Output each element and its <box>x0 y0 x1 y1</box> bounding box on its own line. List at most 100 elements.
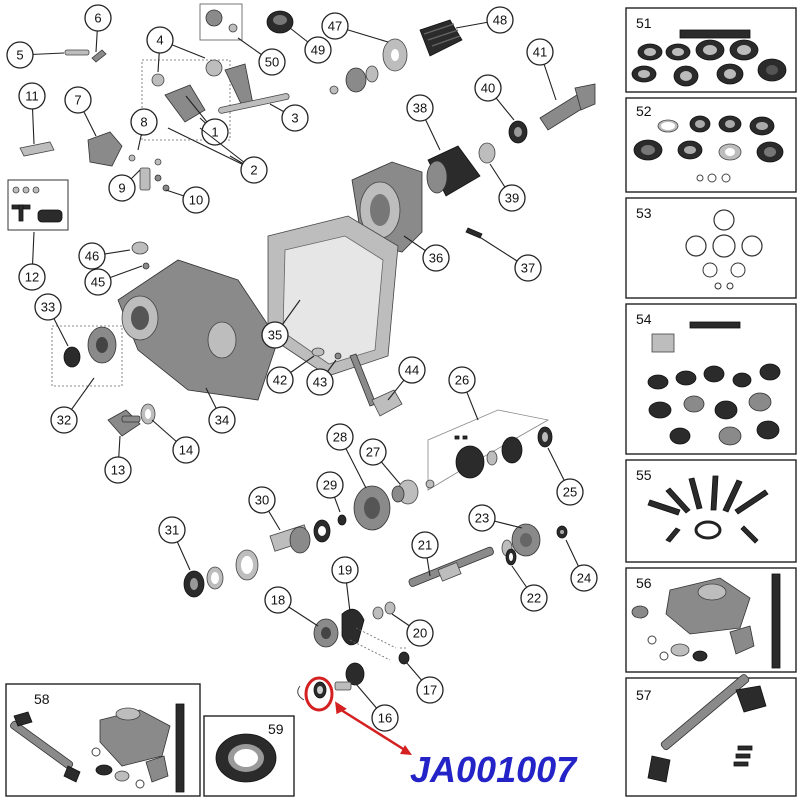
kit-52: 52 <box>625 97 797 193</box>
part-32-33-box <box>51 325 123 387</box>
part-12-kit <box>7 179 69 231</box>
callout-number: 18 <box>271 593 285 608</box>
callout-39: 39 <box>489 163 526 212</box>
callout-circle <box>570 564 598 592</box>
kit-label: 51 <box>636 15 652 31</box>
kit-54: 54 <box>625 303 797 455</box>
callout-number: 24 <box>577 571 591 586</box>
callout-circle <box>208 406 236 434</box>
callout-number: 7 <box>74 93 81 108</box>
callout-number: 2 <box>250 163 257 178</box>
callout-circle <box>371 704 399 732</box>
callout-circle <box>6 41 34 69</box>
callout-43: 43 <box>306 359 337 396</box>
callout-circle <box>104 456 132 484</box>
callout-circle <box>264 586 292 614</box>
part-49-knob <box>266 10 294 34</box>
part-46-45 <box>131 241 150 270</box>
callout-circle <box>146 26 174 54</box>
callout-16: 16 <box>355 683 399 732</box>
callout-circle <box>248 486 276 514</box>
kit-55: 55 <box>625 459 797 563</box>
callout-circle <box>486 6 514 34</box>
callout-circle <box>556 478 584 506</box>
part-11-plate <box>19 141 55 157</box>
callout-number: 34 <box>215 413 229 428</box>
callout-number: 33 <box>41 300 55 315</box>
callout-number: 38 <box>413 101 427 116</box>
highlight-arrow <box>337 706 409 754</box>
callout-36: 36 <box>403 235 450 272</box>
callout-number: 40 <box>481 81 495 96</box>
part-40-seal <box>508 120 528 144</box>
callout-circle <box>18 263 46 291</box>
callout-number: 12 <box>25 270 39 285</box>
callout-number: 5 <box>16 48 23 63</box>
callout-circle <box>526 38 554 66</box>
callout-number: 10 <box>189 193 203 208</box>
callout-number: 20 <box>413 626 427 641</box>
callout-number: 37 <box>521 261 535 276</box>
part-26-box <box>427 409 550 491</box>
kit-56: 56 <box>625 567 797 673</box>
callout-35: 35 <box>261 299 301 349</box>
callout-circle <box>406 94 434 122</box>
callout-circle <box>448 366 476 394</box>
callout-number: 29 <box>323 478 337 493</box>
callout-21: 21 <box>411 531 439 577</box>
part-13-14 <box>107 403 156 437</box>
callout-17: 17 <box>405 661 444 704</box>
callout-number: 3 <box>291 111 298 126</box>
callout-number: 1 <box>211 125 218 140</box>
callout-11: 11 <box>18 82 46 145</box>
callout-number: 49 <box>311 43 325 58</box>
callout-circle <box>158 516 186 544</box>
kit-label: 53 <box>636 205 652 221</box>
kit-label: 55 <box>636 467 652 483</box>
part-28-clutch <box>337 479 435 531</box>
part-37-bolt <box>465 227 483 239</box>
callout-3: 3 <box>269 103 309 132</box>
callout-number: 27 <box>366 445 380 460</box>
part-drawings <box>7 3 596 701</box>
callout-circle <box>108 174 136 202</box>
callout-8: 8 <box>130 108 158 151</box>
part-44-lever <box>349 353 403 417</box>
callout-circle <box>304 36 332 64</box>
part-42-43 <box>311 347 342 360</box>
callout-circle <box>316 471 344 499</box>
part-4-forks <box>141 59 290 141</box>
callout-circle <box>258 48 286 76</box>
callout-28: 28 <box>326 423 367 489</box>
part-34-main-case <box>117 259 279 401</box>
callout-number: 4 <box>156 33 163 48</box>
callout-circle <box>34 293 62 321</box>
callout-circle <box>84 268 112 296</box>
callout-24: 24 <box>565 539 598 592</box>
callout-circle <box>78 242 106 270</box>
part-41-yoke <box>539 83 596 131</box>
callout-20: 20 <box>391 613 434 647</box>
callout-circle <box>201 118 229 146</box>
kit-label: 56 <box>636 575 652 591</box>
callout-number: 21 <box>418 538 432 553</box>
highlight-ring <box>304 676 334 712</box>
leader-line <box>167 127 255 171</box>
callout-27: 27 <box>359 438 401 485</box>
callout-38: 38 <box>406 94 441 151</box>
part-38-housing <box>426 145 481 197</box>
callout-number: 44 <box>405 363 419 378</box>
callout-number: 17 <box>423 683 437 698</box>
callout-number: 32 <box>57 413 71 428</box>
callout-10: 10 <box>165 186 210 214</box>
callout-37: 37 <box>477 235 542 282</box>
callout-number: 28 <box>333 430 347 445</box>
highlight-group <box>304 676 412 755</box>
kit-57: 57 <box>625 674 797 797</box>
callout-23: 23 <box>468 504 523 532</box>
callout-circle <box>498 184 526 212</box>
callout-circle <box>468 504 496 532</box>
callout-34: 34 <box>205 387 236 434</box>
callout-circle <box>520 584 548 612</box>
part-48-boot <box>419 19 463 57</box>
